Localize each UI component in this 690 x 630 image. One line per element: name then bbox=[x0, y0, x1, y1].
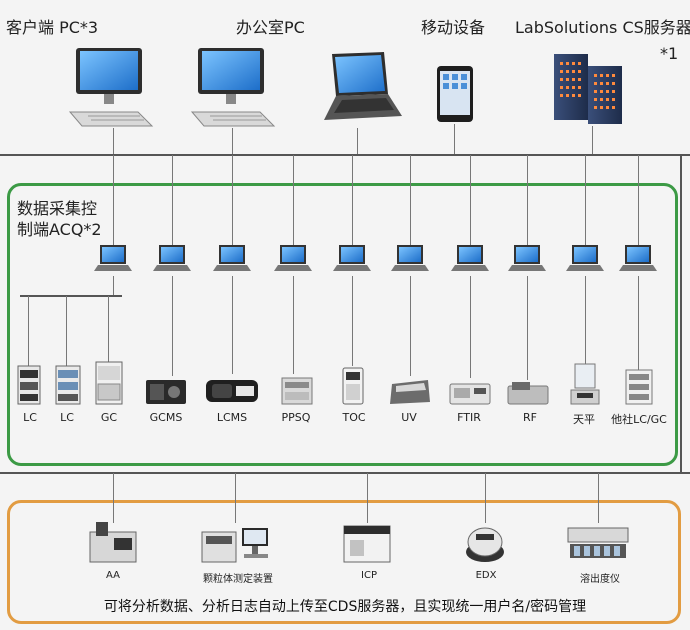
connector-line bbox=[293, 155, 294, 245]
connector-line bbox=[410, 155, 411, 245]
connector-line bbox=[235, 473, 236, 523]
laptop-icon bbox=[213, 245, 251, 271]
dissolution-tester-icon bbox=[567, 527, 629, 558]
connector-line bbox=[585, 155, 586, 245]
connector-line bbox=[357, 128, 358, 155]
network-bus-top bbox=[0, 154, 690, 156]
lc-gc-bus bbox=[20, 295, 122, 297]
connector-line bbox=[352, 276, 353, 366]
connector-line bbox=[367, 473, 368, 523]
lcms-instrument-icon bbox=[206, 380, 258, 402]
gcms-instrument-icon bbox=[146, 380, 186, 404]
laptop-icon bbox=[333, 245, 371, 271]
instrument-label-ftir: FTIR bbox=[457, 411, 481, 424]
laptop-icon bbox=[274, 245, 312, 271]
connector-line bbox=[108, 296, 109, 362]
connector-line bbox=[410, 276, 411, 376]
instrument-label-aa: AA bbox=[106, 570, 120, 581]
connector-line bbox=[585, 276, 586, 364]
connector-line bbox=[66, 296, 67, 366]
office-pc-label: 办公室PC bbox=[236, 18, 305, 37]
instrument-label-particle: 颗粒体测定装置 bbox=[203, 574, 273, 585]
connector-line bbox=[232, 155, 233, 245]
gc-instrument-icon bbox=[95, 361, 123, 405]
connector-line bbox=[113, 276, 114, 296]
laptop-icon bbox=[324, 52, 402, 120]
connector-line bbox=[172, 155, 173, 245]
uv-instrument-icon bbox=[390, 380, 430, 404]
instrument-label-uv: UV bbox=[401, 411, 417, 424]
instrument-label-toc: TOC bbox=[342, 411, 366, 424]
acq-group-title-line1: 数据采集控 bbox=[17, 199, 98, 218]
connector-line bbox=[232, 128, 233, 155]
acq-group-title-line2: 制端ACQ*2 bbox=[17, 220, 102, 239]
client-pc-label: 客户端 PC*3 bbox=[6, 18, 99, 37]
mobile-device-label: 移动设备 bbox=[421, 18, 486, 37]
third-party-lcgc-icon bbox=[625, 369, 653, 405]
connector-line bbox=[352, 155, 353, 245]
tablet-icon bbox=[437, 66, 473, 122]
ppsq-instrument-icon bbox=[281, 377, 313, 405]
toc-instrument-icon bbox=[342, 367, 364, 405]
acq-group-box bbox=[7, 183, 678, 466]
connector-line bbox=[113, 155, 114, 245]
instrument-label-dissolution: 溶出度仪 bbox=[580, 574, 620, 585]
bottom-group-box bbox=[7, 500, 681, 624]
edx-instrument-icon bbox=[466, 527, 504, 562]
connector-line bbox=[172, 276, 173, 376]
connector-line bbox=[592, 126, 593, 155]
instrument-label-ppsq: PPSQ bbox=[281, 411, 311, 424]
server-rack-icon bbox=[554, 54, 622, 124]
balance-instrument-icon bbox=[570, 363, 600, 405]
lc-instrument-icon bbox=[55, 365, 81, 405]
laptop-icon bbox=[508, 245, 546, 271]
connector-line bbox=[470, 276, 471, 378]
server-footnote-mark: *1 bbox=[660, 44, 679, 63]
desktop-pc-icon bbox=[68, 48, 154, 127]
aa-instrument-icon bbox=[89, 522, 137, 563]
laptop-icon bbox=[451, 245, 489, 271]
instrument-label-balance: 天平 bbox=[573, 413, 595, 426]
instrument-label-gc: GC bbox=[100, 411, 118, 424]
instrument-label-gcms: GCMS bbox=[149, 411, 183, 424]
instrument-label-rf: RF bbox=[523, 411, 537, 424]
connector-line bbox=[28, 296, 29, 366]
laptop-icon bbox=[153, 245, 191, 271]
laptop-icon bbox=[566, 245, 604, 271]
connector-line bbox=[638, 155, 639, 245]
icp-instrument-icon bbox=[343, 525, 391, 563]
connector-line bbox=[527, 276, 528, 380]
lc-instrument-icon bbox=[17, 365, 41, 405]
connector-line bbox=[113, 128, 114, 155]
instrument-label-lcms: LCMS bbox=[216, 411, 248, 424]
network-bus-right bbox=[680, 154, 682, 474]
acq-group-title: 数据采集控 制端ACQ*2 bbox=[17, 198, 102, 240]
bottom-group-footnote: 可将分析数据、分析日志自动上传至CDS服务器，且实现统一用户名/密码管理 bbox=[103, 599, 587, 615]
laptop-icon bbox=[619, 245, 657, 271]
connector-line bbox=[527, 155, 528, 245]
ftir-instrument-icon bbox=[449, 383, 491, 405]
connector-line bbox=[638, 276, 639, 370]
connector-line bbox=[113, 473, 114, 523]
instrument-label-lc: LC bbox=[60, 411, 74, 424]
laptop-icon bbox=[391, 245, 429, 271]
connector-line bbox=[232, 276, 233, 374]
network-bus-middle bbox=[0, 472, 690, 474]
instrument-label-lc: LC bbox=[23, 411, 37, 424]
instrument-label-icp: ICP bbox=[361, 570, 377, 581]
server-label: LabSolutions CS服务器 bbox=[515, 18, 690, 37]
laptop-icon bbox=[94, 245, 132, 271]
connector-line bbox=[293, 276, 294, 374]
connector-line bbox=[454, 124, 455, 155]
connector-line bbox=[598, 473, 599, 523]
instrument-label-edx: EDX bbox=[475, 570, 497, 581]
connector-line bbox=[485, 473, 486, 523]
connector-line bbox=[470, 155, 471, 245]
rf-instrument-icon bbox=[507, 382, 549, 405]
instrument-label-third-party: 他社LC/GC bbox=[611, 413, 667, 426]
particle-analyzer-icon bbox=[201, 528, 268, 563]
desktop-pc-icon bbox=[190, 48, 276, 127]
